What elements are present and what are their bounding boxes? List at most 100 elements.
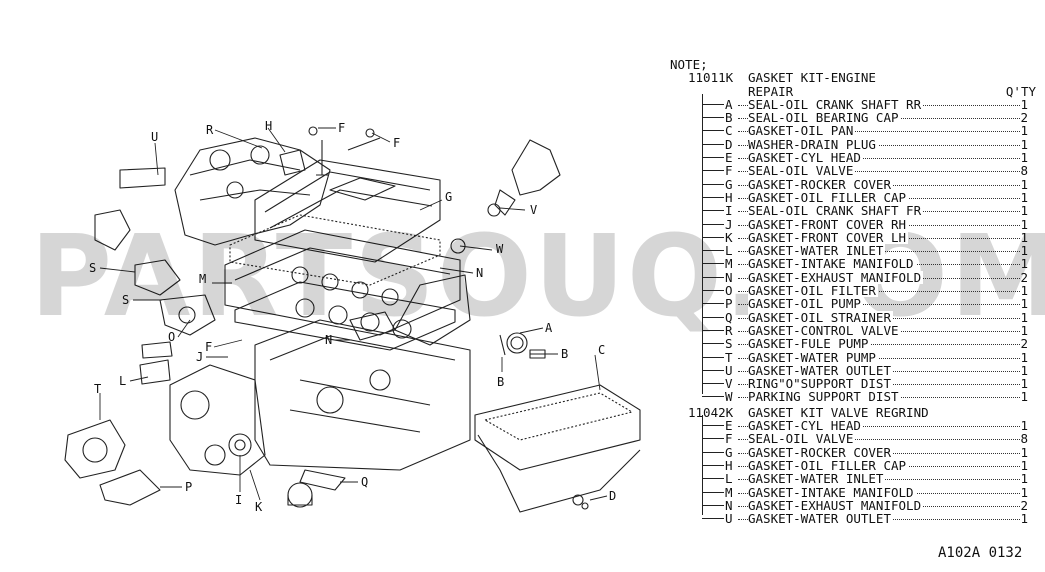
water-pump-drawing [64,419,126,479]
kit-header-row: 11042K GASKET KIT VALVE REGRIND [670,404,1042,420]
item-quantity: 1 [1020,123,1028,139]
kit-title: GASKET KIT-ENGINE [748,70,876,86]
kit-number: 11011K [688,70,734,86]
callout-label: G [445,190,452,204]
item-quantity: 1 [1020,216,1028,232]
callout-label: F [393,136,400,150]
oil-pan-drawing [474,384,641,471]
item-letter: C [725,123,733,139]
callout-label: T [94,382,101,396]
callout-label: A [545,321,553,335]
callout-label: K [255,500,263,514]
item-description: GASKET-WATER INLET [748,243,886,259]
item-quantity: 1 [1020,203,1028,219]
item-quantity: 1 [1020,176,1028,192]
item-description: GASKET-OIL FILTER [748,283,878,299]
distributor-drawing [511,139,561,196]
item-description: GASKET-OIL FILLER CAP [748,189,909,205]
item-quantity: 1 [1020,96,1028,112]
item-description: GASKET-CONTROL VALVE [748,322,901,338]
callout-label: L [119,374,126,388]
item-quantity: 1 [1020,229,1028,245]
item-quantity: 1 [1020,322,1028,338]
item-quantity: 2 [1020,336,1028,352]
item-quantity: 1 [1020,283,1028,299]
item-letter: G [725,176,733,192]
callout-label: B [497,375,504,389]
parts-list-item: K GASKET-FRONT COVER LH 1 [670,231,1042,244]
item-letter: G [725,444,733,460]
diagram-code: A102A 0132 [938,545,1023,561]
item-description: GASKET-OIL PAN [748,123,856,139]
callout-label: O [168,330,175,344]
callout-label: F [205,340,212,354]
item-quantity: 1 [1020,150,1028,166]
note-heading: NOTE; [670,57,708,72]
item-letter: K [725,229,733,245]
item-description: SEAL-OIL CRANK SHAFT FR [748,203,924,219]
item-letter: L [725,471,733,487]
item-quantity: 2 [1020,269,1028,285]
item-letter: S [725,336,733,352]
item-letter: H [725,189,733,205]
intake-manifold-drawing [174,137,331,246]
item-description: GASKET-INTAKE MANIFOLD [748,256,916,272]
item-quantity: 1 [1020,136,1028,152]
cylinder-head-drawing [224,229,461,336]
kit-number: 11042K [688,404,734,420]
parts-list-item: C GASKET-OIL PAN 1 [670,123,1042,139]
item-description: GASKET-INTAKE MANIFOLD [748,484,916,500]
item-letter: N [725,269,733,285]
item-description: WASHER-DRAIN PLUG [748,136,878,152]
item-quantity: 1 [1020,457,1028,473]
callout-label: N [476,266,483,280]
item-letter: U [725,362,733,378]
diagram-callout-labels: U R H F F G V W N S S M O F J N A B B C … [89,119,616,514]
item-quantity: 1 [1020,484,1028,500]
rocker-cover-drawing [254,159,441,263]
qty-header: Q'TY [1005,83,1036,99]
item-quantity: 1 [1020,256,1028,272]
item-description: GASKET-FRONT COVER LH [748,229,909,245]
item-quantity: 1 [1020,349,1028,365]
item-letter: P [725,296,733,312]
item-letter: N [725,497,733,513]
item-description: SEAL-OIL VALVE [748,431,856,447]
callout-label: M [199,272,206,286]
kit-title: GASKET KIT VALVE REGRIND [748,404,929,420]
item-letter: H [725,457,733,473]
item-quantity: 1 [1020,511,1028,527]
item-description: SEAL-OIL CRANK SHAFT RR [748,96,924,112]
item-quantity: 1 [1020,376,1028,392]
item-quantity: 8 [1020,163,1028,179]
item-letter: F [725,163,733,179]
kit-subtitle: REPAIR [748,83,794,99]
callout-label: D [609,489,616,503]
item-quantity: 1 [1020,309,1028,325]
item-quantity: 2 [1020,497,1028,513]
item-description: GASKET-WATER OUTLET [748,362,893,378]
item-letter: M [725,484,733,500]
